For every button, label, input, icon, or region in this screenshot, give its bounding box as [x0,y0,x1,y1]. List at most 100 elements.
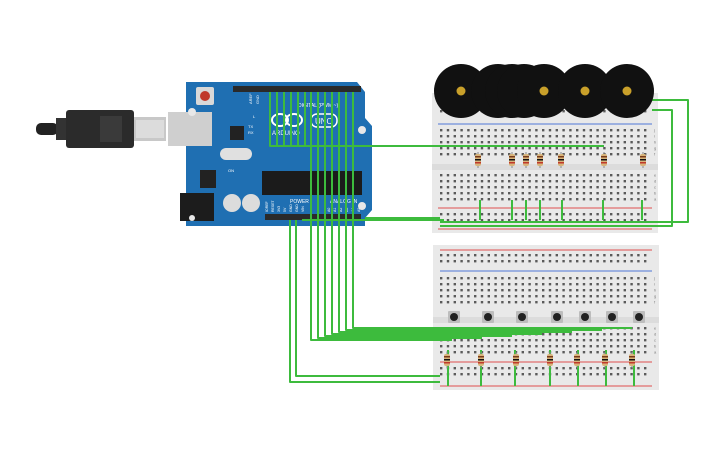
breadboard-hole [535,219,538,222]
jumper-wire[interactable] [440,99,689,223]
breadboard-hole [542,289,545,292]
jumper-wire[interactable] [440,109,673,227]
breadboard-hole [535,198,538,201]
jumper-wire[interactable] [289,220,440,383]
breadboard-hole [535,153,538,156]
breadboard-hole [548,135,552,138]
breadboard-hole [569,180,572,183]
piezo-buzzer[interactable] [434,64,488,118]
breadboard-hole [589,351,592,354]
breadboard-hole [474,186,477,189]
resistor[interactable] [629,352,635,368]
breadboard-hole [467,198,470,201]
resistor[interactable] [601,152,607,168]
push-button[interactable] [551,311,563,323]
breadboard-hole [542,351,545,354]
breadboard-hole [616,351,620,354]
jumper-wire[interactable] [310,92,452,341]
breadboard-hole [576,180,579,183]
piezo-buzzer[interactable] [558,64,612,118]
push-button[interactable] [448,311,460,323]
breadboard-hole [637,186,640,189]
resistor[interactable] [558,152,564,168]
breadboard-hole [453,186,456,189]
breadboard-hole [542,141,545,144]
resistor[interactable] [475,152,481,168]
resistor[interactable] [523,152,529,168]
breadboard-hole [616,333,620,336]
breadboard-hole [467,373,470,376]
resistor[interactable] [640,152,646,168]
breadboard-hole [474,254,477,257]
jumper-wire[interactable] [352,92,632,329]
pushbuttons[interactable] [448,311,645,323]
breadboard-hole [535,295,538,298]
jumper-wire[interactable] [297,92,604,147]
breadboard-hole [589,345,592,348]
push-button[interactable] [516,311,528,323]
resistor[interactable] [602,352,608,368]
breadboard-hole [623,333,626,336]
resistor[interactable] [574,352,580,368]
breadboard-hole [480,186,484,189]
breadboard-hole [610,198,613,201]
push-button[interactable] [579,311,591,323]
breadboard-hole [644,289,647,292]
resistor[interactable] [513,352,519,368]
breadboard-hole [589,295,592,298]
breadboard-hole [440,147,443,150]
push-button[interactable] [606,311,618,323]
jumper-wire[interactable] [331,92,542,335]
breadboard-hole [528,301,531,304]
breadboard-hole [453,295,456,298]
resistor[interactable] [444,352,450,368]
breadboard-hole [623,277,626,280]
resistors-bottom[interactable] [444,352,635,368]
breadboard-hole [521,254,524,257]
resistor[interactable] [537,152,543,168]
breadboard-hole [562,339,565,342]
resistor[interactable] [509,152,515,168]
breadboard-hole [453,277,456,280]
wires[interactable] [269,92,689,386]
usb-cable[interactable] [36,110,166,148]
jumper-wire[interactable] [324,92,512,337]
breadboard-hole [603,289,606,292]
breadboard-hole [555,351,558,354]
jumper-wire[interactable] [345,92,602,331]
resistors-top[interactable] [475,152,646,168]
breadboard-hole [487,345,490,348]
piezo-buzzer[interactable] [600,64,654,118]
push-button[interactable] [482,311,494,323]
breadboard-hole [582,367,586,370]
power-analog-header [265,214,361,220]
breadboard-hole [569,277,572,280]
breadboard-hole [555,333,558,336]
jumper-wire[interactable] [317,92,482,339]
breadboard-hole [582,147,586,150]
jumper-wire[interactable] [295,220,440,377]
resistor[interactable] [547,352,553,368]
resistor[interactable] [478,352,484,368]
jumper-wire[interactable] [338,92,572,333]
breadboard-hole [623,219,626,222]
breadboard-hole [576,186,579,189]
breadboard-hole [610,147,613,150]
breadboard-hole [569,260,572,263]
piezo-buzzer[interactable] [517,64,571,118]
breadboard-hole [596,277,599,280]
breadboard-hole [467,147,470,150]
breadboard-hole [535,351,538,354]
breadboard-hole [521,373,524,376]
breadboard-hole [596,260,599,263]
breadboard-hole [535,301,538,304]
breadboard-hole [440,174,443,177]
breadboard-hole [610,301,613,304]
breadboard-hole [542,339,545,342]
breadboard-hole [487,295,490,298]
breadboard-hole [630,333,633,336]
breadboard-hole [582,301,586,304]
piezo-buzzers[interactable] [434,64,654,118]
push-button[interactable] [633,311,645,323]
